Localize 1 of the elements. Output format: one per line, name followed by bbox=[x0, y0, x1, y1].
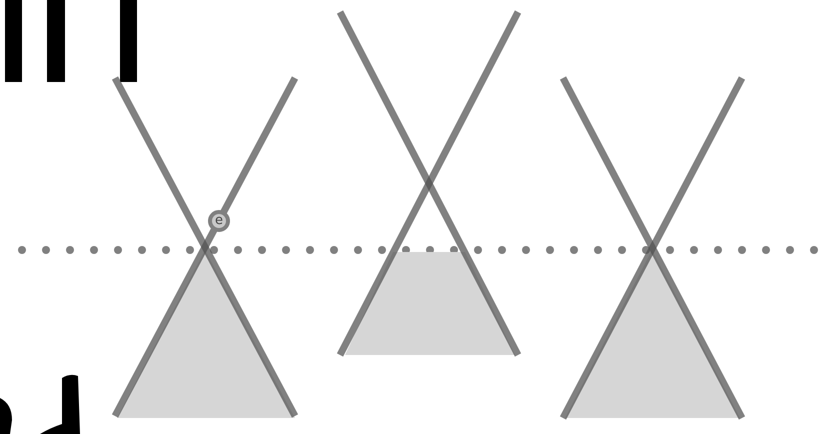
variable-label: e bbox=[208, 210, 230, 232]
